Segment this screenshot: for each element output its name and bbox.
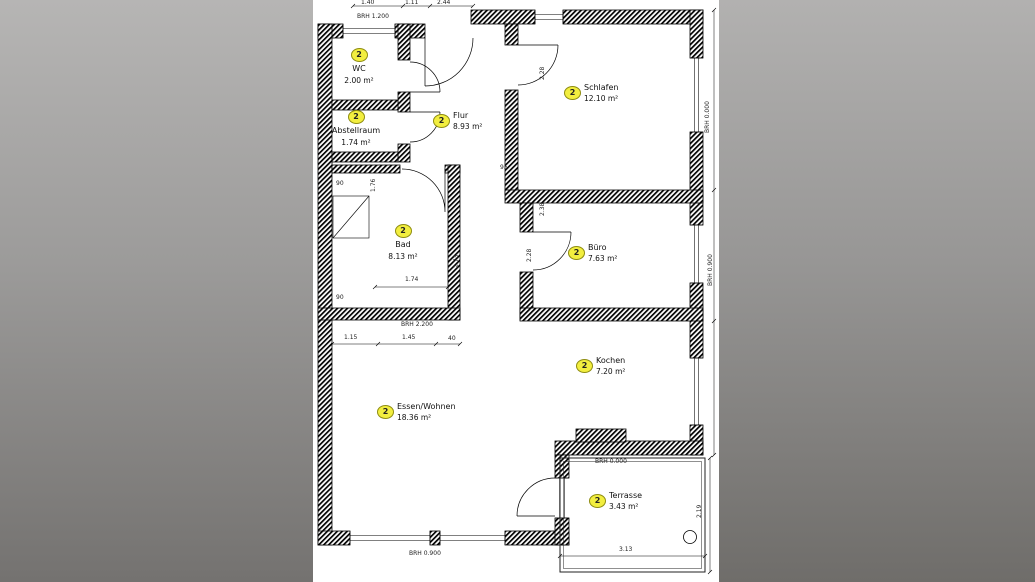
room-label-kochen: 2 Kochen 7.20 m² bbox=[576, 355, 625, 376]
room-badge: 2 bbox=[576, 358, 593, 373]
room-area: 12.10 m² bbox=[584, 93, 619, 103]
room-badge: 2 bbox=[377, 404, 394, 419]
dim-label: 1.76 bbox=[370, 178, 377, 192]
dim-label: 90 bbox=[336, 294, 344, 301]
dim-label: 1.15 bbox=[344, 334, 358, 341]
room-label-bad: 2 Bad 8.13 m² bbox=[375, 224, 431, 261]
dim-label: 2.73 bbox=[453, 254, 460, 268]
room-label-schlafen: 2 Schlafen 12.10 m² bbox=[564, 82, 618, 103]
brh-annotation: BRH 0.000 bbox=[704, 101, 711, 133]
room-label-essen-wohnen: 2 Essen/Wohnen 18.36 m² bbox=[377, 401, 456, 422]
room-badge: 2 bbox=[350, 48, 368, 62]
dim-label: 40 bbox=[448, 335, 456, 342]
floorplan-linework bbox=[317, 3, 717, 575]
room-badge: 2 bbox=[394, 224, 412, 238]
dim-label: 1.45 bbox=[402, 334, 416, 341]
dim-label: 2.38 bbox=[539, 202, 546, 216]
room-badge: 2 bbox=[589, 493, 606, 508]
room-area: 2.00 m² bbox=[344, 75, 374, 85]
dim-label: 95 bbox=[500, 164, 508, 171]
room-label-flur: 2 Flur 8.93 m² bbox=[433, 110, 482, 131]
room-badge: 2 bbox=[568, 245, 585, 260]
room-name: Kochen bbox=[596, 356, 626, 365]
dim-label: 3.13 bbox=[619, 546, 633, 553]
room-name: Abstellraum bbox=[331, 126, 381, 135]
dim-label: 2.28 bbox=[526, 248, 533, 262]
room-name: Bad bbox=[395, 240, 411, 249]
room-badge: 2 bbox=[564, 85, 581, 100]
backdrop-right bbox=[719, 0, 1035, 582]
brh-annotation: BRH 0.900 bbox=[409, 550, 441, 557]
floor-plan: 2 WC 2.00 m² 2 Abstellraum 1.74 m² 2 Flu… bbox=[313, 0, 719, 582]
backdrop-left bbox=[0, 0, 313, 582]
dim-label: 2.19 bbox=[696, 504, 703, 518]
walls bbox=[317, 9, 704, 546]
room-label-terrasse: 2 Terrasse 3.43 m² bbox=[589, 490, 642, 511]
room-area: 8.93 m² bbox=[453, 121, 483, 131]
room-label-abstellraum: 2 Abstellraum 1.74 m² bbox=[319, 110, 393, 147]
room-area: 7.20 m² bbox=[596, 366, 626, 376]
room-area: 1.74 m² bbox=[341, 137, 371, 147]
room-name: Essen/Wohnen bbox=[397, 402, 456, 411]
room-name: Schlafen bbox=[584, 83, 619, 92]
dim-label: 2.44 bbox=[437, 0, 451, 6]
room-label-wc: 2 WC 2.00 m² bbox=[331, 48, 387, 85]
brh-annotation: BRH 0.900 bbox=[707, 254, 714, 286]
dim-label: 1.40 bbox=[361, 0, 375, 6]
dim-label: 90 bbox=[336, 180, 344, 187]
column-symbol bbox=[683, 530, 697, 544]
room-name: WC bbox=[352, 64, 366, 73]
room-area: 7.63 m² bbox=[588, 253, 618, 263]
room-area: 18.36 m² bbox=[397, 412, 432, 422]
room-area: 3.43 m² bbox=[609, 501, 639, 511]
brh-annotation: BRH 1.200 bbox=[357, 13, 389, 20]
room-name: Terrasse bbox=[609, 491, 643, 500]
dimension-lines bbox=[329, 3, 717, 575]
brh-annotation: BRH 0.000 bbox=[595, 458, 627, 465]
room-badge: 2 bbox=[347, 110, 365, 124]
terrace-outline bbox=[559, 457, 706, 573]
dim-label: 1.11 bbox=[405, 0, 419, 6]
room-name: Flur bbox=[453, 111, 469, 120]
room-badge: 2 bbox=[433, 113, 450, 128]
doors bbox=[401, 37, 572, 517]
windows bbox=[342, 10, 703, 545]
brh-annotation: BRH 2.200 bbox=[401, 321, 433, 328]
room-label-buero: 2 Büro 7.63 m² bbox=[568, 242, 617, 263]
bath-fixture bbox=[332, 195, 370, 239]
room-name: Büro bbox=[588, 243, 607, 252]
dim-label: 1.74 bbox=[405, 276, 419, 283]
room-area: 8.13 m² bbox=[388, 251, 418, 261]
dim-label: 2.28 bbox=[539, 66, 546, 80]
